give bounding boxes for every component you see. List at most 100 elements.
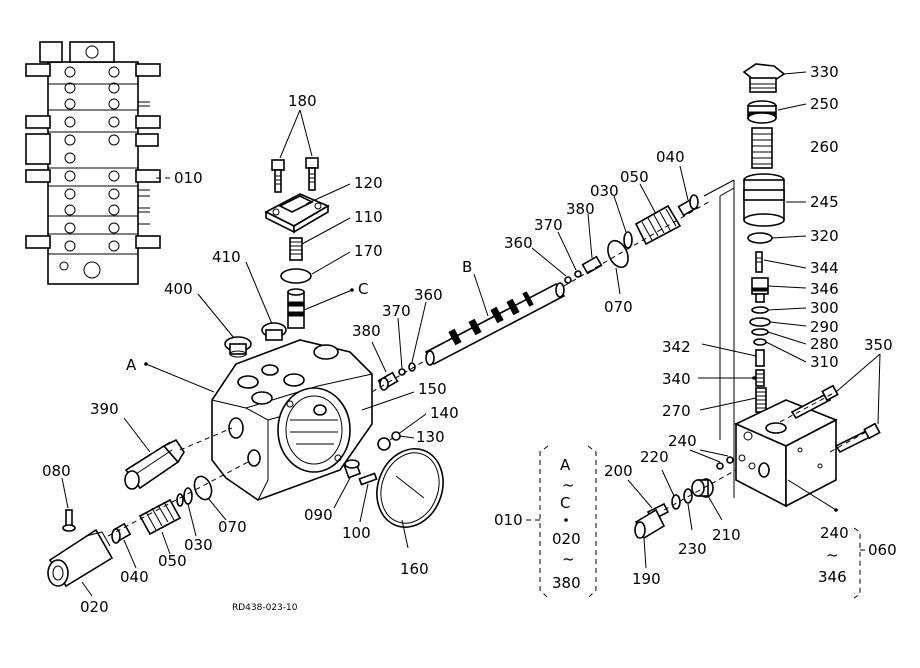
label-380-mid: 380 [352, 322, 381, 340]
label-400: 400 [164, 280, 193, 298]
o-ring-320 [747, 232, 773, 244]
ball-370-top [574, 270, 582, 278]
tilde-right: ~ [826, 546, 839, 564]
label-010: 010 [174, 169, 203, 187]
piston-342 [755, 349, 765, 367]
ball-370-mid [398, 368, 406, 376]
label-a: A [126, 356, 137, 374]
label-200: 200 [604, 462, 633, 480]
axis-top-spool [563, 199, 713, 287]
label-b: B [462, 258, 472, 276]
label-245: 245 [810, 193, 839, 211]
axis-bolt-2 [829, 431, 867, 453]
o-ring-070-left [193, 475, 213, 501]
axis-bolt-1 [779, 393, 833, 423]
spring-050-top [634, 204, 682, 246]
seat-360-top [564, 276, 572, 284]
valve-stack-overview [25, 41, 161, 285]
bracket-tilde-1: ~ [562, 476, 575, 494]
label-190: 190 [632, 570, 661, 588]
bolts-180 [271, 157, 319, 193]
label-346: 346 [810, 280, 839, 298]
ring-280 [751, 328, 769, 336]
label-120: 120 [354, 174, 383, 192]
label-210: 210 [712, 526, 741, 544]
label-250: 250 [810, 95, 839, 113]
label-110: 110 [354, 208, 383, 226]
label-346-bot: 346 [818, 568, 847, 586]
label-060: 060 [868, 541, 897, 559]
label-050-left: 050 [158, 552, 187, 570]
label-290: 290 [810, 318, 839, 336]
spring-270 [755, 387, 767, 413]
label-360-mid: 360 [414, 286, 443, 304]
label-140: 140 [430, 404, 459, 422]
label-240-bot: 240 [820, 524, 849, 542]
label-280: 280 [810, 335, 839, 353]
label-240-top: 240 [668, 432, 697, 450]
drawing-code: RD438-023-10 [232, 603, 298, 613]
label-320: 320 [810, 227, 839, 245]
plug-090 [342, 459, 362, 479]
plug-410 [261, 322, 287, 341]
axis-top-spool-end [703, 179, 735, 197]
label-030-top: 030 [590, 182, 619, 200]
bracket-060 [853, 527, 861, 599]
valve-body-a [211, 339, 373, 501]
label-070-top: 070 [604, 298, 633, 316]
label-370-top: 370 [534, 216, 563, 234]
cap-020 [47, 528, 114, 588]
o-ring-070-top [607, 239, 629, 269]
bracket-c: C [560, 494, 570, 512]
spring-260 [751, 127, 773, 169]
label-070-left: 070 [218, 518, 247, 536]
label-c: C [358, 280, 368, 298]
label-220: 220 [640, 448, 669, 466]
label-090: 090 [304, 506, 333, 524]
bracket-a: A [560, 456, 571, 474]
label-080: 080 [42, 462, 71, 480]
label-330: 330 [810, 63, 839, 81]
label-350: 350 [864, 336, 893, 354]
retainer-040-left [111, 522, 132, 544]
ring-230 [683, 488, 693, 504]
cover-plate-120 [264, 193, 330, 234]
label-390: 390 [90, 400, 119, 418]
axis-390 [179, 427, 233, 451]
plug-380-top [581, 255, 603, 275]
poppet-344 [755, 251, 763, 273]
axis-side [663, 469, 737, 511]
screw-080 [62, 509, 76, 532]
ring-300 [751, 306, 769, 314]
ring-310 [753, 338, 767, 346]
label-230: 230 [678, 540, 707, 558]
label-010-box: 010 [494, 511, 523, 529]
valve-block-060 [734, 399, 838, 508]
housing-245 [743, 173, 785, 227]
label-040-left: 040 [120, 568, 149, 586]
plug-210 [691, 478, 714, 498]
screw-100 [358, 472, 378, 486]
ball-240-a [716, 462, 724, 470]
bracket-010-left [539, 445, 549, 599]
label-150: 150 [418, 380, 447, 398]
ring-220 [671, 494, 681, 510]
label-344: 344 [810, 259, 839, 277]
o-ring-130 [391, 431, 401, 441]
spring-050-left [138, 498, 182, 536]
ring-290 [749, 317, 771, 327]
o-ring-140 [377, 437, 391, 451]
label-370-mid: 370 [382, 302, 411, 320]
o-ring-170 [280, 268, 312, 284]
gasket-160 [376, 448, 444, 528]
label-100: 100 [342, 524, 371, 542]
spring-340 [755, 369, 765, 387]
seat-346 [751, 277, 769, 303]
spring-110 [289, 237, 303, 261]
label-030-left: 030 [184, 536, 213, 554]
bracket-tilde-2: ~ [562, 550, 575, 568]
spool-b [424, 282, 566, 366]
plug-380-mid [377, 371, 399, 391]
bracket-380: 380 [552, 574, 581, 592]
